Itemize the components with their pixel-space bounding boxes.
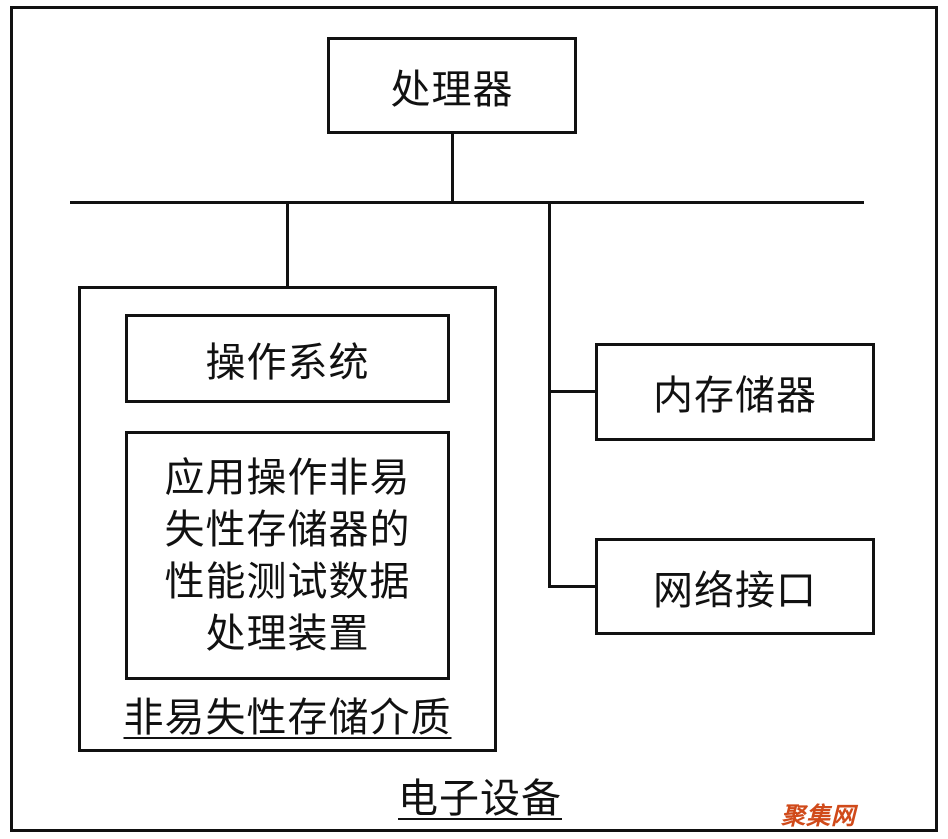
watermark-logo: 聚集网 xyxy=(781,802,856,830)
network-box xyxy=(595,538,875,635)
storage-connector xyxy=(286,203,289,287)
app-box xyxy=(125,431,450,680)
peripheral-trunk xyxy=(548,203,551,588)
memory-connector xyxy=(548,390,596,393)
device-label: 电子设备 xyxy=(398,776,562,822)
memory-label: 内存储器 xyxy=(653,373,817,419)
os-label: 操作系统 xyxy=(205,339,370,386)
network-connector xyxy=(548,585,596,588)
network-label: 网络接口 xyxy=(653,567,817,614)
processor-label: 处理器 xyxy=(390,66,514,113)
processor-connector xyxy=(451,134,454,204)
processor-box xyxy=(327,37,577,134)
app-label: 应用操作非易 失性存储器的 性能测试数据 处理装置 xyxy=(164,454,411,657)
storage-medium-label: 非易失性存储介质 xyxy=(123,695,452,741)
memory-box xyxy=(595,343,875,441)
os-box xyxy=(125,314,450,403)
system-bus xyxy=(70,201,864,204)
